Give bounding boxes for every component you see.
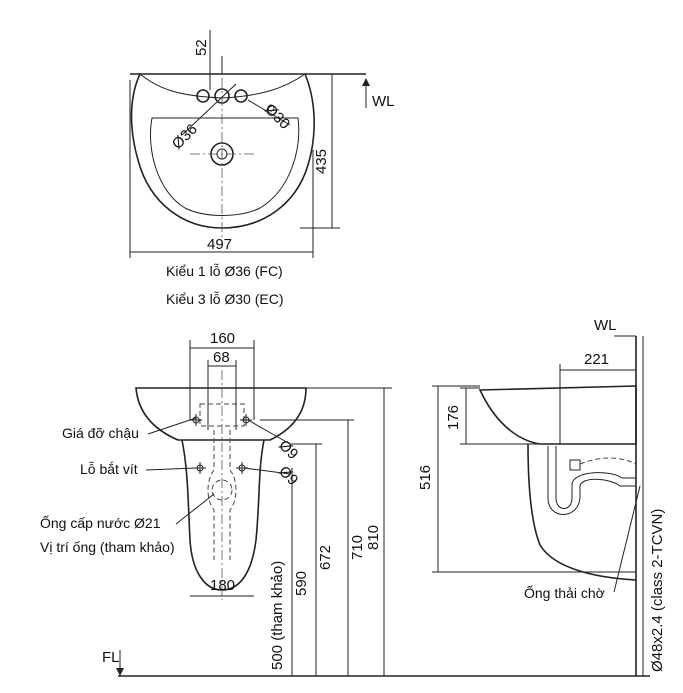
- callout-screw: Lỗ bắt vít: [80, 461, 138, 477]
- dim-160: 160: [210, 330, 235, 347]
- dim-672: 672: [317, 545, 334, 570]
- trap-inner: [555, 446, 636, 509]
- hole-36-label: Ø36: [169, 121, 201, 153]
- top-view: Ø36 Ø30 52 WL 435 497 Kiểu 1 lỗ Ø36 (FC)…: [129, 30, 395, 307]
- fl-label: FL: [102, 649, 120, 666]
- leader-30: [247, 99, 291, 126]
- hole-9b: Ø9: [275, 463, 301, 489]
- side-view: WL 221 176 516 Ống thải chờ Ø48x2.4 (cla…: [417, 317, 666, 676]
- bowl-inner: [149, 117, 300, 216]
- tap-hole-right: [234, 89, 248, 103]
- caption-1-hole: Kiểu 1 lỗ Ø36 (FC): [166, 263, 283, 279]
- dim-810: 810: [365, 525, 382, 550]
- dim-pipe: Ø48x2.4 (class 2-TCVN): [649, 509, 666, 672]
- dim-710: 710: [349, 535, 366, 560]
- leader-supply: [175, 493, 215, 525]
- supply-pipe-hidden: [211, 479, 233, 501]
- leader-bracket: [147, 417, 197, 435]
- basin-ledge: [139, 73, 306, 99]
- hole-9a: Ø9: [275, 437, 301, 463]
- drain-pipe-hidden: [207, 430, 237, 560]
- basin-front: [135, 387, 307, 441]
- trap: [547, 446, 636, 515]
- pedestal-side: [527, 443, 637, 581]
- callout-drain: Ống thải chờ: [524, 584, 605, 601]
- screw-right: [240, 414, 252, 426]
- pedestal: [181, 439, 265, 591]
- basin-side: [478, 385, 637, 445]
- overflow-hole: [267, 104, 275, 112]
- leader-drain: [613, 485, 641, 593]
- callout-bracket: Giá đỡ chậu: [62, 425, 139, 441]
- leader-9a: [247, 419, 291, 445]
- wl-label-side: WL: [594, 317, 617, 334]
- dim-497: 497: [207, 236, 232, 253]
- dim-500: 500 (tham khảo): [269, 561, 286, 670]
- dim-516: 516: [417, 465, 434, 490]
- hole-30-label: Ø30: [261, 101, 293, 133]
- dim-52: 52: [193, 39, 210, 56]
- dim-176: 176: [445, 405, 462, 430]
- tap-hole-left: [196, 89, 210, 103]
- fl-arrow-head: [116, 668, 124, 676]
- callout-supply: Ống cấp nước Ø21: [40, 514, 161, 531]
- dim-68: 68: [213, 349, 230, 366]
- dim-590: 590: [293, 571, 310, 596]
- screw-left: [190, 414, 202, 426]
- leader-36: [181, 83, 237, 136]
- front-view: FL 160 68: [40, 330, 650, 677]
- dim-180: 180: [210, 577, 235, 594]
- supply-hose: [579, 457, 637, 465]
- callout-position: Vị trí ống (tham khảo): [40, 539, 175, 555]
- dim-435: 435: [313, 149, 330, 174]
- wl-label-top: WL: [372, 93, 395, 110]
- caption-3-hole: Kiểu 3 lỗ Ø30 (EC): [166, 291, 284, 307]
- dim-221: 221: [584, 351, 609, 368]
- pipe-nut: [569, 459, 581, 471]
- wl-arrow-head: [362, 78, 370, 86]
- leader-9b: [243, 467, 291, 475]
- leader-screw: [145, 467, 197, 471]
